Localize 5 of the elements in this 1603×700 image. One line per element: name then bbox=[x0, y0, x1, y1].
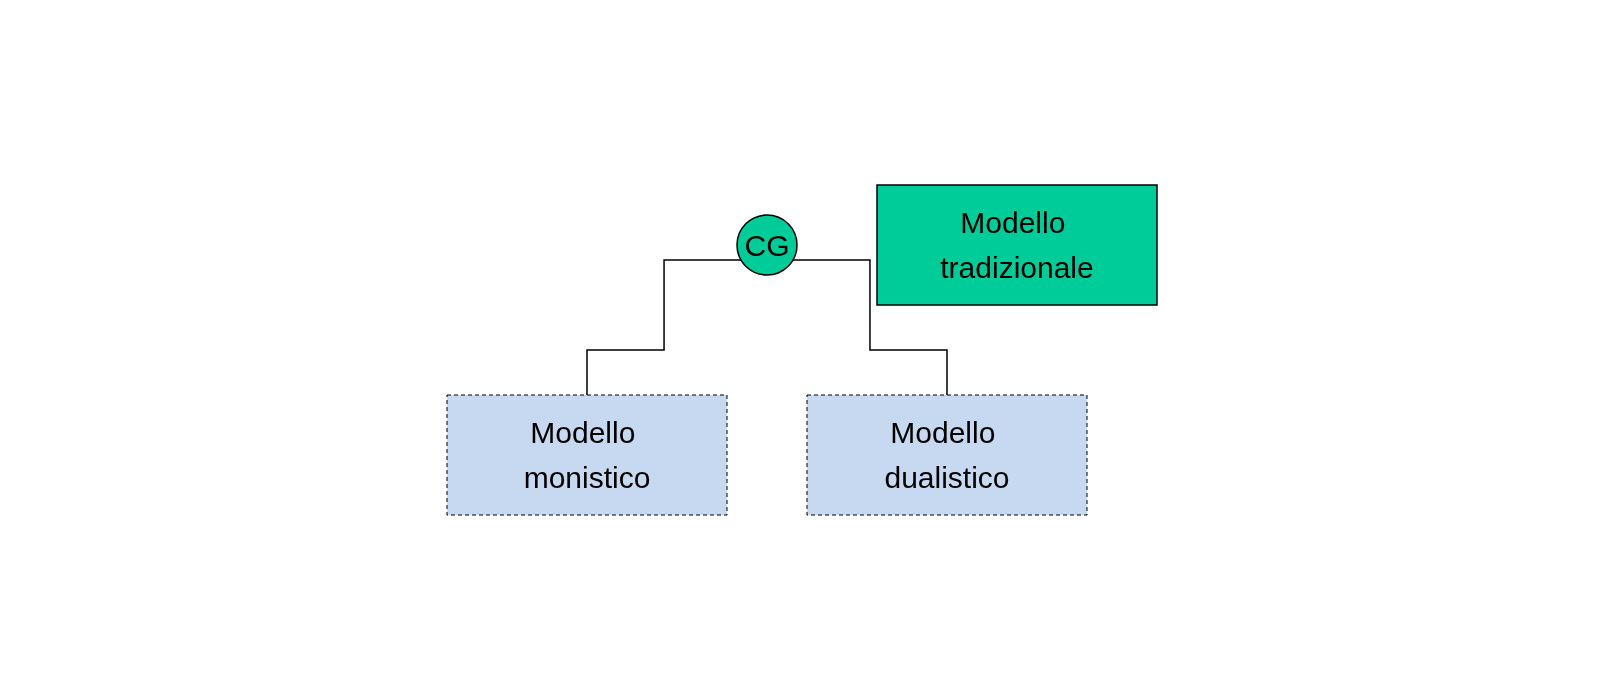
node-box: Modello tradizionale bbox=[875, 184, 1158, 306]
node-box: Modello monistico bbox=[446, 394, 727, 516]
node-box: Modello dualistico bbox=[806, 394, 1087, 516]
node-circle: CG bbox=[735, 214, 798, 276]
connector bbox=[585, 259, 742, 396]
